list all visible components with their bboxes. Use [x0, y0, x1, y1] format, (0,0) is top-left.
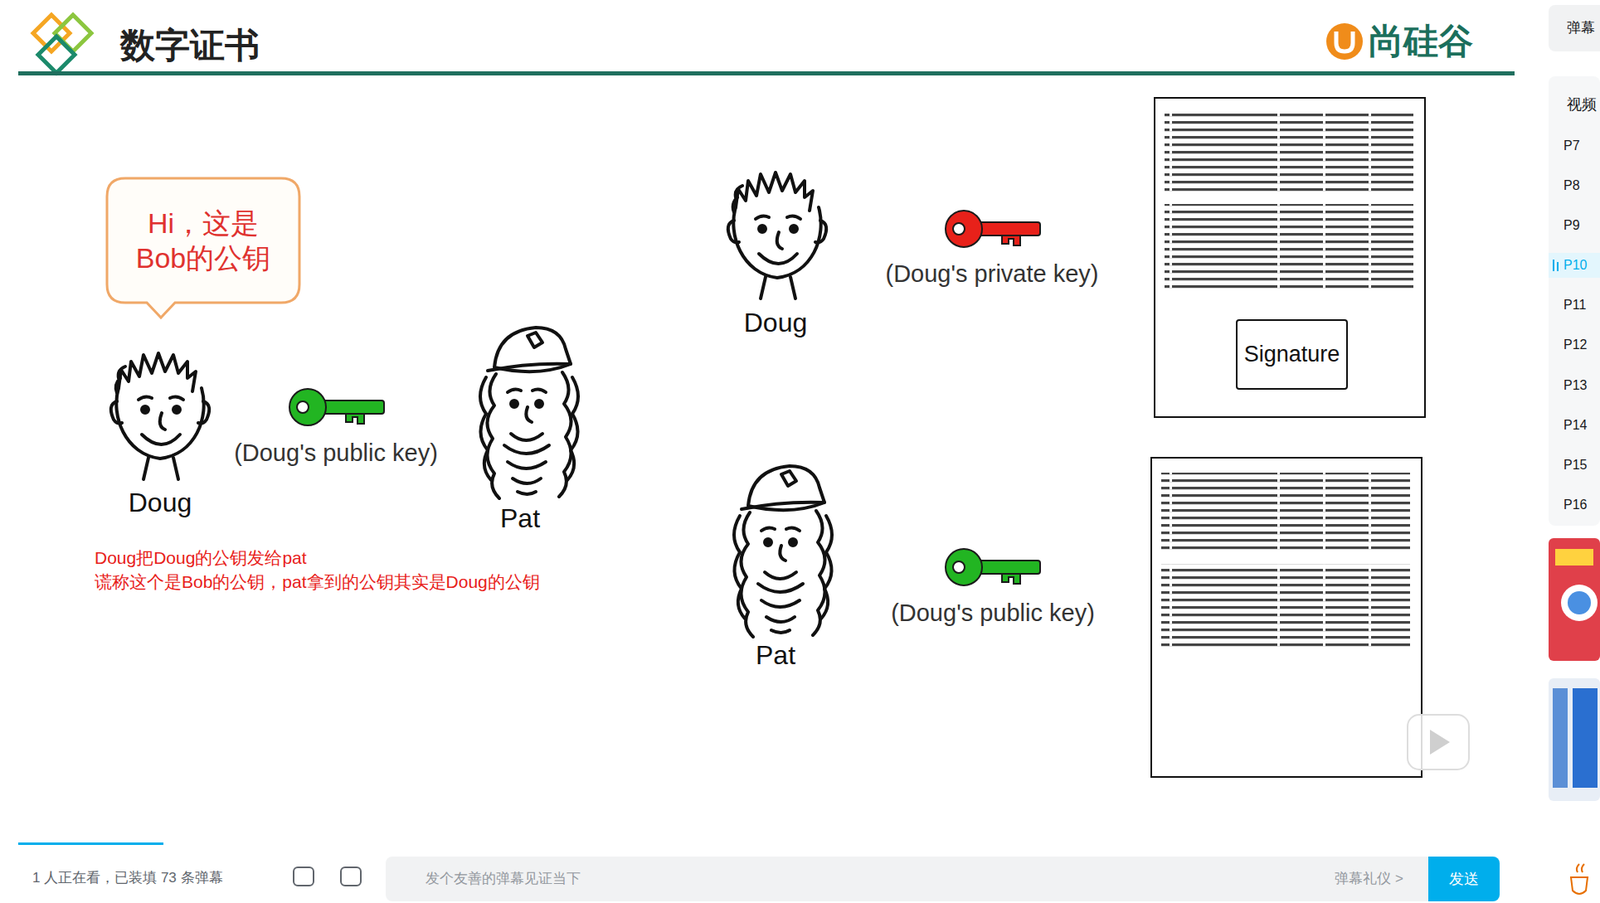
episode-item: P13 [1563, 377, 1587, 394]
key-label: (Doug's public key) [890, 598, 1095, 628]
episode-item: P9 [1563, 217, 1581, 234]
slide-title: 数字证书 [120, 24, 260, 67]
person-name: Pat [755, 639, 796, 672]
input-placeholder: 发个友善的弹幕见证当下 [425, 870, 581, 888]
key-label: (Doug's public key) [233, 438, 438, 468]
panel-heading: 视频 [1566, 96, 1597, 115]
key-label: (Doug's private key) [885, 259, 1100, 289]
signature-box: Signature [1235, 319, 1348, 390]
episode-item: P12 [1563, 336, 1587, 353]
send-button: 发送 [1428, 856, 1500, 902]
episode-item: P16 [1563, 496, 1587, 513]
node-text: 弹幕 [1566, 19, 1596, 37]
note-text: 谎称这个是Bob的公钥，pat拿到的公钥其实是Doug的公钥 [94, 571, 540, 593]
tab-button: 弹幕 [1548, 4, 1600, 52]
viewer-count: 1 人正在看，已装填 73 条弹幕 [32, 870, 224, 887]
node-text: Hi，这是 Bob的公钥 [120, 205, 287, 277]
episode-item: P8 [1563, 177, 1581, 194]
episode-item: P15 [1563, 457, 1587, 473]
episode-item: P10 [1563, 257, 1587, 273]
episode-item: P7 [1563, 137, 1581, 154]
episode-item: P11 [1563, 296, 1586, 313]
node-text: 发送 [1449, 870, 1479, 890]
comment-input: 发个友善的弹幕见证当下 弹幕礼仪 > [385, 856, 1429, 902]
episode-item: P14 [1563, 417, 1587, 433]
bubble-shape [106, 178, 300, 318]
bubble-outline [105, 176, 302, 305]
brand-logo: 尚硅谷 [1368, 20, 1474, 63]
speech-bubble: Hi，这是 Bob的公钥 [105, 176, 302, 305]
link-text: 弹幕礼仪 > [1334, 870, 1404, 888]
person-name: Doug [128, 486, 193, 519]
node-text: Signature [1244, 340, 1341, 370]
person-name: Doug [744, 306, 808, 339]
note-text: Doug把Doug的公钥发给pat [94, 547, 307, 569]
person-name: Pat [500, 502, 540, 535]
